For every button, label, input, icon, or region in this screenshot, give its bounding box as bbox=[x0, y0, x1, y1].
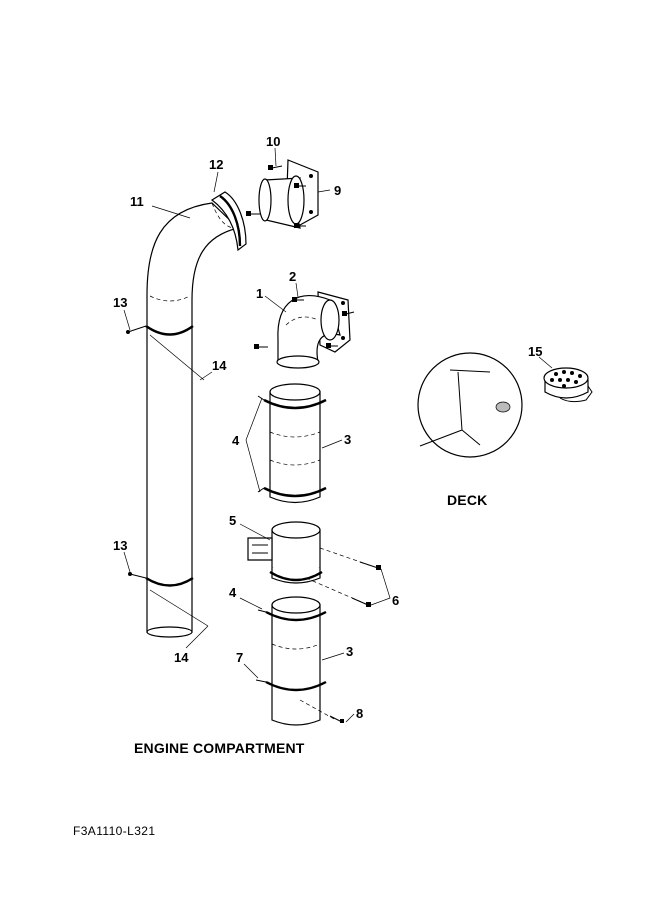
deck-fitting-upper bbox=[258, 159, 319, 229]
callout-3-lower: 3 bbox=[346, 644, 353, 659]
short-hose-lower bbox=[255, 596, 344, 726]
callout-13-lower: 13 bbox=[113, 538, 127, 553]
callout-10: 10 bbox=[266, 134, 280, 149]
callout-8: 8 bbox=[356, 706, 363, 721]
callout-1: 1 bbox=[256, 286, 263, 301]
callout-4-upper: 4 bbox=[232, 433, 240, 448]
callout-14-lower: 14 bbox=[174, 650, 189, 665]
clamp-lower-long-hose bbox=[128, 572, 194, 587]
exhaust-hose-long bbox=[146, 191, 247, 638]
callout-2: 2 bbox=[289, 269, 296, 284]
callout-15: 15 bbox=[528, 344, 542, 359]
bolts-connector bbox=[305, 547, 381, 607]
screws-elbow-fitting bbox=[254, 297, 355, 349]
callout-11: 11 bbox=[130, 194, 144, 209]
deck-detail-view bbox=[417, 352, 523, 458]
callout-numbers: 10 12 9 11 2 1 13 14 15 4 3 5 13 6 4 14 … bbox=[113, 134, 542, 721]
callout-3-upper: 3 bbox=[344, 432, 351, 447]
callout-7: 7 bbox=[236, 650, 243, 665]
callout-12: 12 bbox=[209, 157, 223, 172]
short-hose-upper bbox=[257, 383, 327, 504]
figure-code: F3A1110-L321 bbox=[73, 824, 156, 838]
deck-label: DECK bbox=[447, 492, 488, 508]
callout-6: 6 bbox=[392, 593, 399, 608]
callout-4-lower: 4 bbox=[229, 585, 237, 600]
screws-upper-fitting bbox=[246, 165, 306, 228]
engine-compartment-label: ENGINE COMPARTMENT bbox=[134, 740, 305, 756]
leader-lines bbox=[123, 147, 553, 723]
clamp-upper-long-hose bbox=[126, 325, 194, 336]
through-hull-connector bbox=[247, 521, 323, 584]
callout-14-upper: 14 bbox=[212, 358, 227, 373]
callout-9: 9 bbox=[334, 183, 341, 198]
vent-cover-part bbox=[543, 367, 593, 403]
callout-5: 5 bbox=[229, 513, 236, 528]
elbow-fitting bbox=[276, 291, 351, 369]
callout-13-upper: 13 bbox=[113, 295, 127, 310]
